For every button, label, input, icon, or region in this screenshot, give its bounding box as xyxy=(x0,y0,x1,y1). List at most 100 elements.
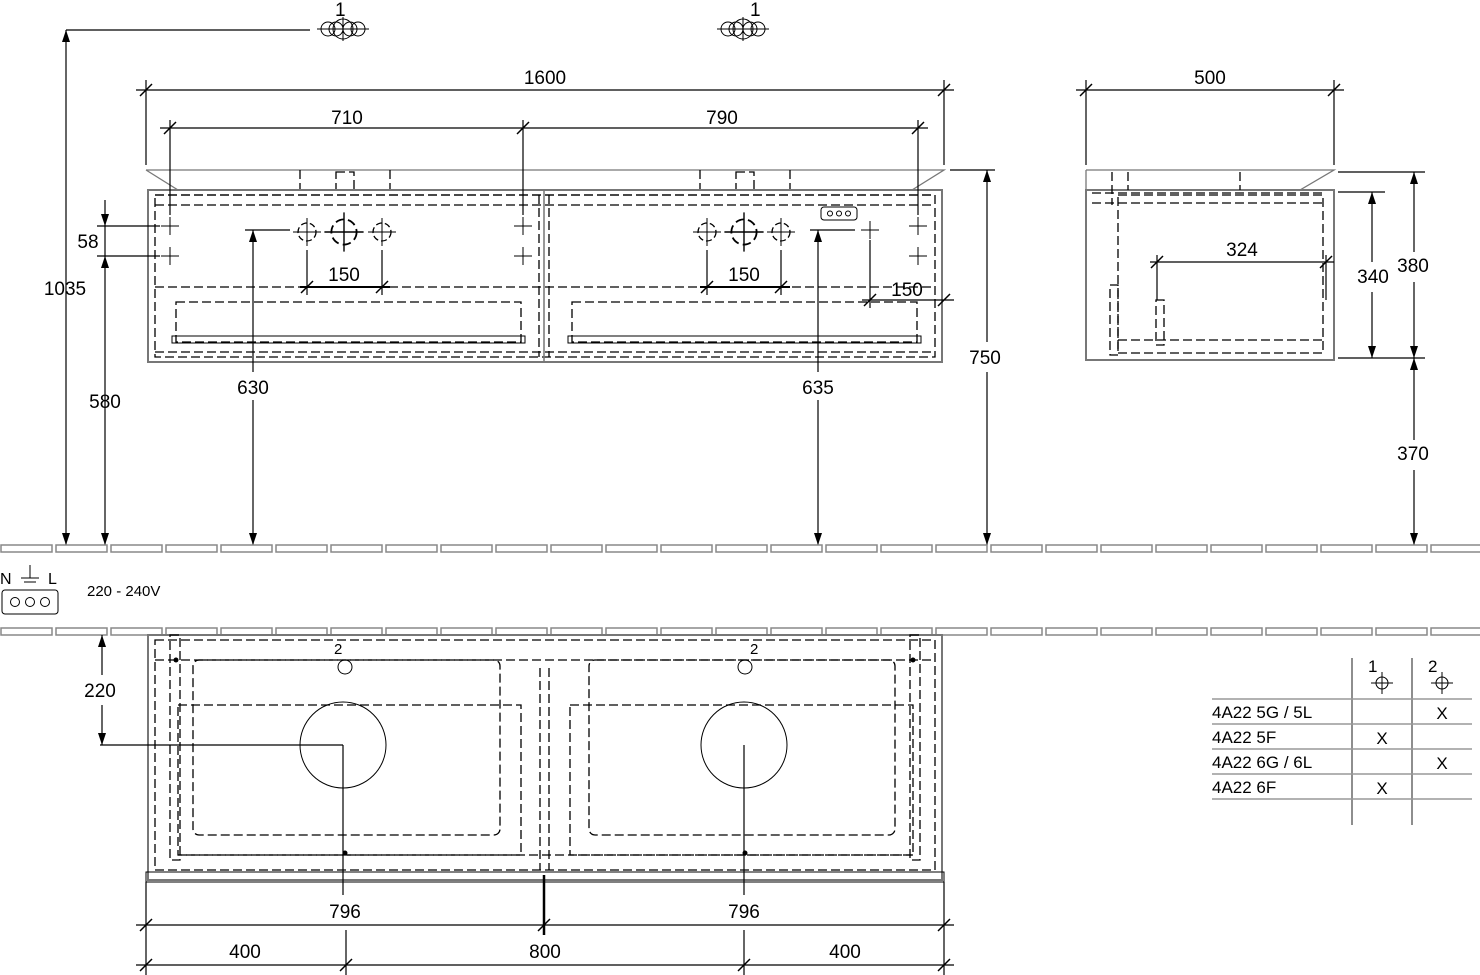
brick xyxy=(1320,544,1373,553)
socket-icon xyxy=(1,589,59,615)
brick xyxy=(825,627,878,636)
faucet-hole-icon xyxy=(723,211,765,253)
brick xyxy=(220,627,273,636)
model-table: 1 2 4A22 5G / 5L X 4A22 5F X 4A22 6G / 6… xyxy=(1212,657,1472,825)
brick xyxy=(110,544,163,553)
svg-text:2: 2 xyxy=(750,641,758,658)
brick xyxy=(495,627,548,636)
brick xyxy=(1375,544,1428,553)
svg-text:400: 400 xyxy=(829,942,861,963)
brick xyxy=(385,627,438,636)
svg-text:580: 580 xyxy=(89,392,121,413)
svg-text:1035: 1035 xyxy=(44,279,86,300)
svg-text:4A22 5F: 4A22 5F xyxy=(1212,728,1276,747)
brick xyxy=(165,544,218,553)
brick xyxy=(935,627,988,636)
brick xyxy=(440,544,493,553)
svg-text:800: 800 xyxy=(529,942,561,963)
svg-text:220: 220 xyxy=(84,681,116,702)
svg-text:150: 150 xyxy=(328,265,360,286)
svg-text:N: N xyxy=(0,571,12,588)
wall-strip xyxy=(0,627,1480,636)
faucet-hole-icon xyxy=(367,217,397,247)
faucet-hole-icon xyxy=(692,217,722,247)
svg-text:796: 796 xyxy=(329,902,361,923)
faucet-hole-icon xyxy=(323,211,365,253)
brick xyxy=(110,627,163,636)
svg-text:4A22 6F: 4A22 6F xyxy=(1212,778,1276,797)
table-row: 4A22 5G / 5L X xyxy=(1212,703,1448,723)
svg-text:L: L xyxy=(48,571,57,588)
brick xyxy=(935,544,988,553)
brick xyxy=(825,544,878,553)
svg-text:X: X xyxy=(1376,779,1387,798)
svg-text:1: 1 xyxy=(1368,657,1377,676)
brick xyxy=(1100,544,1153,553)
supply-connection-icon xyxy=(316,16,370,42)
brick xyxy=(440,627,493,636)
brick xyxy=(715,544,768,553)
dimensions-front: 1600 710 790 1035 58 580 630 635 750 150 xyxy=(44,29,1001,545)
dimensions-plan: 220 796 796 400 800 400 xyxy=(84,635,954,975)
brick xyxy=(0,627,53,636)
front-view xyxy=(145,169,947,363)
svg-text:790: 790 xyxy=(706,108,738,129)
brick xyxy=(495,544,548,553)
faucet-hole-icon xyxy=(292,217,322,247)
brick xyxy=(330,627,383,636)
brick xyxy=(605,544,658,553)
brick xyxy=(275,627,328,636)
svg-text:380: 380 xyxy=(1397,256,1429,277)
brick xyxy=(880,544,933,553)
brick xyxy=(1430,627,1480,636)
electrical-connection: N L 220 - 240V xyxy=(0,565,160,615)
svg-text:630: 630 xyxy=(237,378,269,399)
svg-text:500: 500 xyxy=(1194,68,1226,89)
brick xyxy=(220,544,273,553)
supply-connection-icon xyxy=(716,16,770,42)
svg-text:1: 1 xyxy=(750,0,761,21)
svg-text:1: 1 xyxy=(335,0,346,21)
brick xyxy=(55,544,108,553)
brick xyxy=(0,544,53,553)
brick xyxy=(660,627,713,636)
side-view: 500 324 340 380 370 xyxy=(1076,68,1429,545)
svg-text:796: 796 xyxy=(728,902,760,923)
table-row: 4A22 6F X xyxy=(1212,778,1388,798)
brick xyxy=(1045,627,1098,636)
brick xyxy=(1045,544,1098,553)
svg-text:X: X xyxy=(1376,729,1387,748)
svg-text:400: 400 xyxy=(229,942,261,963)
svg-text:4A22 5G / 5L: 4A22 5G / 5L xyxy=(1212,703,1312,722)
brick xyxy=(990,627,1043,636)
brick xyxy=(385,544,438,553)
svg-text:1600: 1600 xyxy=(524,68,566,89)
svg-text:635: 635 xyxy=(802,378,834,399)
svg-text:370: 370 xyxy=(1397,444,1429,465)
svg-text:324: 324 xyxy=(1226,240,1258,261)
svg-text:340: 340 xyxy=(1357,267,1389,288)
ground-symbol-icon xyxy=(21,565,39,583)
svg-text:2: 2 xyxy=(1428,657,1437,676)
brick xyxy=(1155,627,1208,636)
brick xyxy=(990,544,1043,553)
svg-text:X: X xyxy=(1436,704,1447,723)
brick xyxy=(1100,627,1153,636)
socket-icon xyxy=(820,206,858,221)
brick xyxy=(605,627,658,636)
brick xyxy=(1155,544,1208,553)
overflow-hole xyxy=(337,659,353,675)
brick xyxy=(1210,544,1263,553)
svg-text:220 - 240V: 220 - 240V xyxy=(87,583,160,600)
table-row: 4A22 5F X xyxy=(1212,728,1388,748)
brick xyxy=(1320,627,1373,636)
table-row: 4A22 6G / 6L X xyxy=(1212,753,1448,773)
svg-text:150: 150 xyxy=(728,265,760,286)
svg-text:150: 150 xyxy=(891,280,923,301)
plan-view: 2 2 xyxy=(145,634,945,935)
brick xyxy=(550,544,603,553)
svg-text:X: X xyxy=(1436,754,1447,773)
svg-text:750: 750 xyxy=(969,348,1001,369)
brick xyxy=(550,627,603,636)
